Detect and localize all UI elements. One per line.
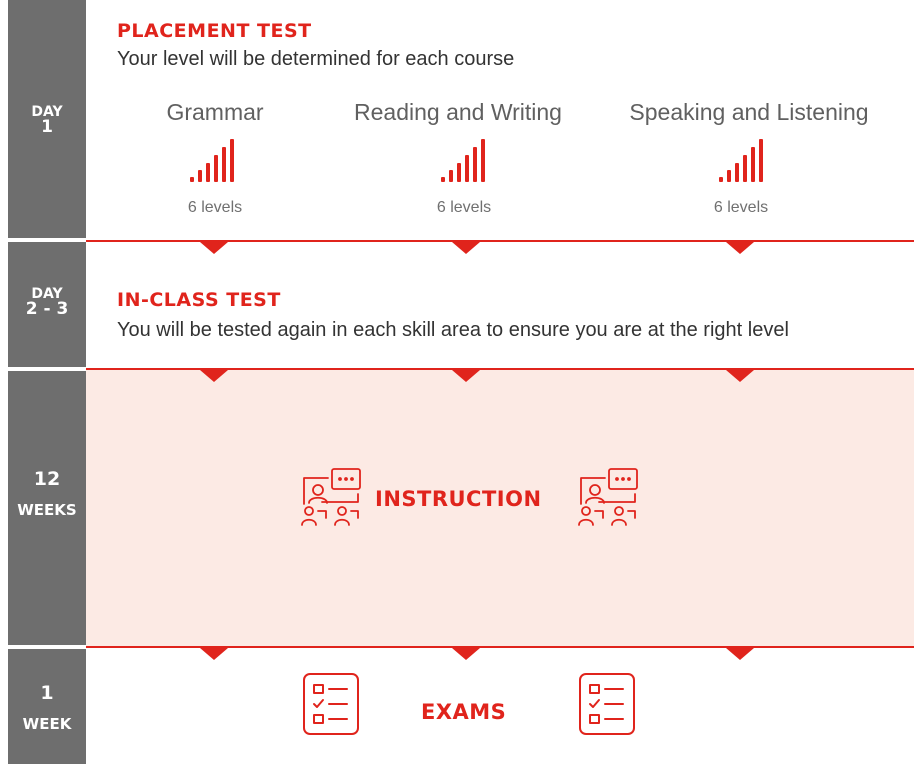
placement-test-subtitle: Your level will be determined for each c… <box>117 48 515 70</box>
classroom-icon <box>301 468 361 526</box>
checklist-icon <box>303 673 359 735</box>
course-grammar: Grammar <box>166 99 264 125</box>
arrow-down-icon <box>200 370 228 382</box>
arrow-down-icon <box>726 370 754 382</box>
classroom-icon <box>578 468 638 526</box>
speaking-listening-levels: 6 levels <box>713 199 769 216</box>
timeline-sidebar <box>8 0 86 764</box>
in-class-test-subtitle: You will be tested again in each skill a… <box>117 319 789 341</box>
arrow-down-icon <box>726 648 754 660</box>
sidebar-divider <box>8 645 86 649</box>
day-2-3-label: DAY 2 - 3 <box>25 286 69 319</box>
day-1-label: DAY 1 <box>31 104 63 137</box>
sidebar-divider <box>8 367 86 371</box>
signal-bars-icon <box>190 139 234 182</box>
section-divider <box>86 368 914 370</box>
checklist-icon <box>579 673 635 735</box>
section-divider <box>86 240 914 242</box>
section-divider <box>86 646 914 648</box>
signal-bars-icon <box>441 139 485 182</box>
arrow-down-icon <box>452 370 480 382</box>
arrow-down-icon <box>200 242 228 254</box>
instruction-label: INSTRUCTION <box>375 487 542 511</box>
arrow-down-icon <box>452 242 480 254</box>
grammar-levels: 6 levels <box>187 199 243 216</box>
arrow-down-icon <box>726 242 754 254</box>
placement-test-title: PLACEMENT TEST <box>117 20 312 42</box>
course-reading-writing: Reading and Writing <box>354 99 562 125</box>
course-speaking-listening: Speaking and Listening <box>629 99 869 125</box>
instruction-block <box>86 370 914 646</box>
arrow-down-icon <box>452 648 480 660</box>
exams-label: EXAMS <box>421 700 507 724</box>
reading-writing-levels: 6 levels <box>436 199 492 216</box>
week-1-label: 1 WEEK <box>22 682 72 733</box>
weeks-12-label: 12 WEEKS <box>17 468 77 519</box>
sidebar-divider <box>8 238 86 242</box>
signal-bars-icon <box>719 139 763 182</box>
arrow-down-icon <box>200 648 228 660</box>
in-class-test-title: IN-CLASS TEST <box>117 289 281 311</box>
